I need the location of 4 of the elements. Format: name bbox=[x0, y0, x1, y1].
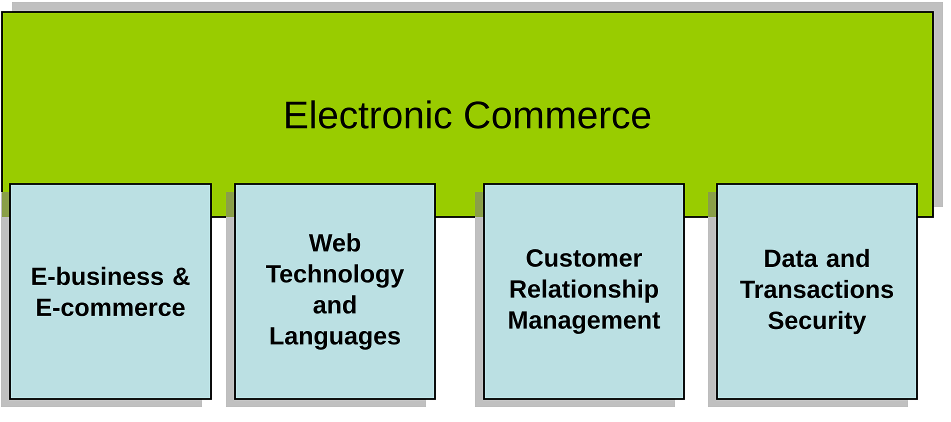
subtopic-box: Web Technology and Languages bbox=[226, 183, 436, 407]
subtopic-box: Data and Transactions Security bbox=[708, 183, 918, 407]
subtopic-box: Customer Relationship Management bbox=[475, 183, 685, 407]
subtopic-box: E-business & E-commerce bbox=[1, 183, 212, 407]
